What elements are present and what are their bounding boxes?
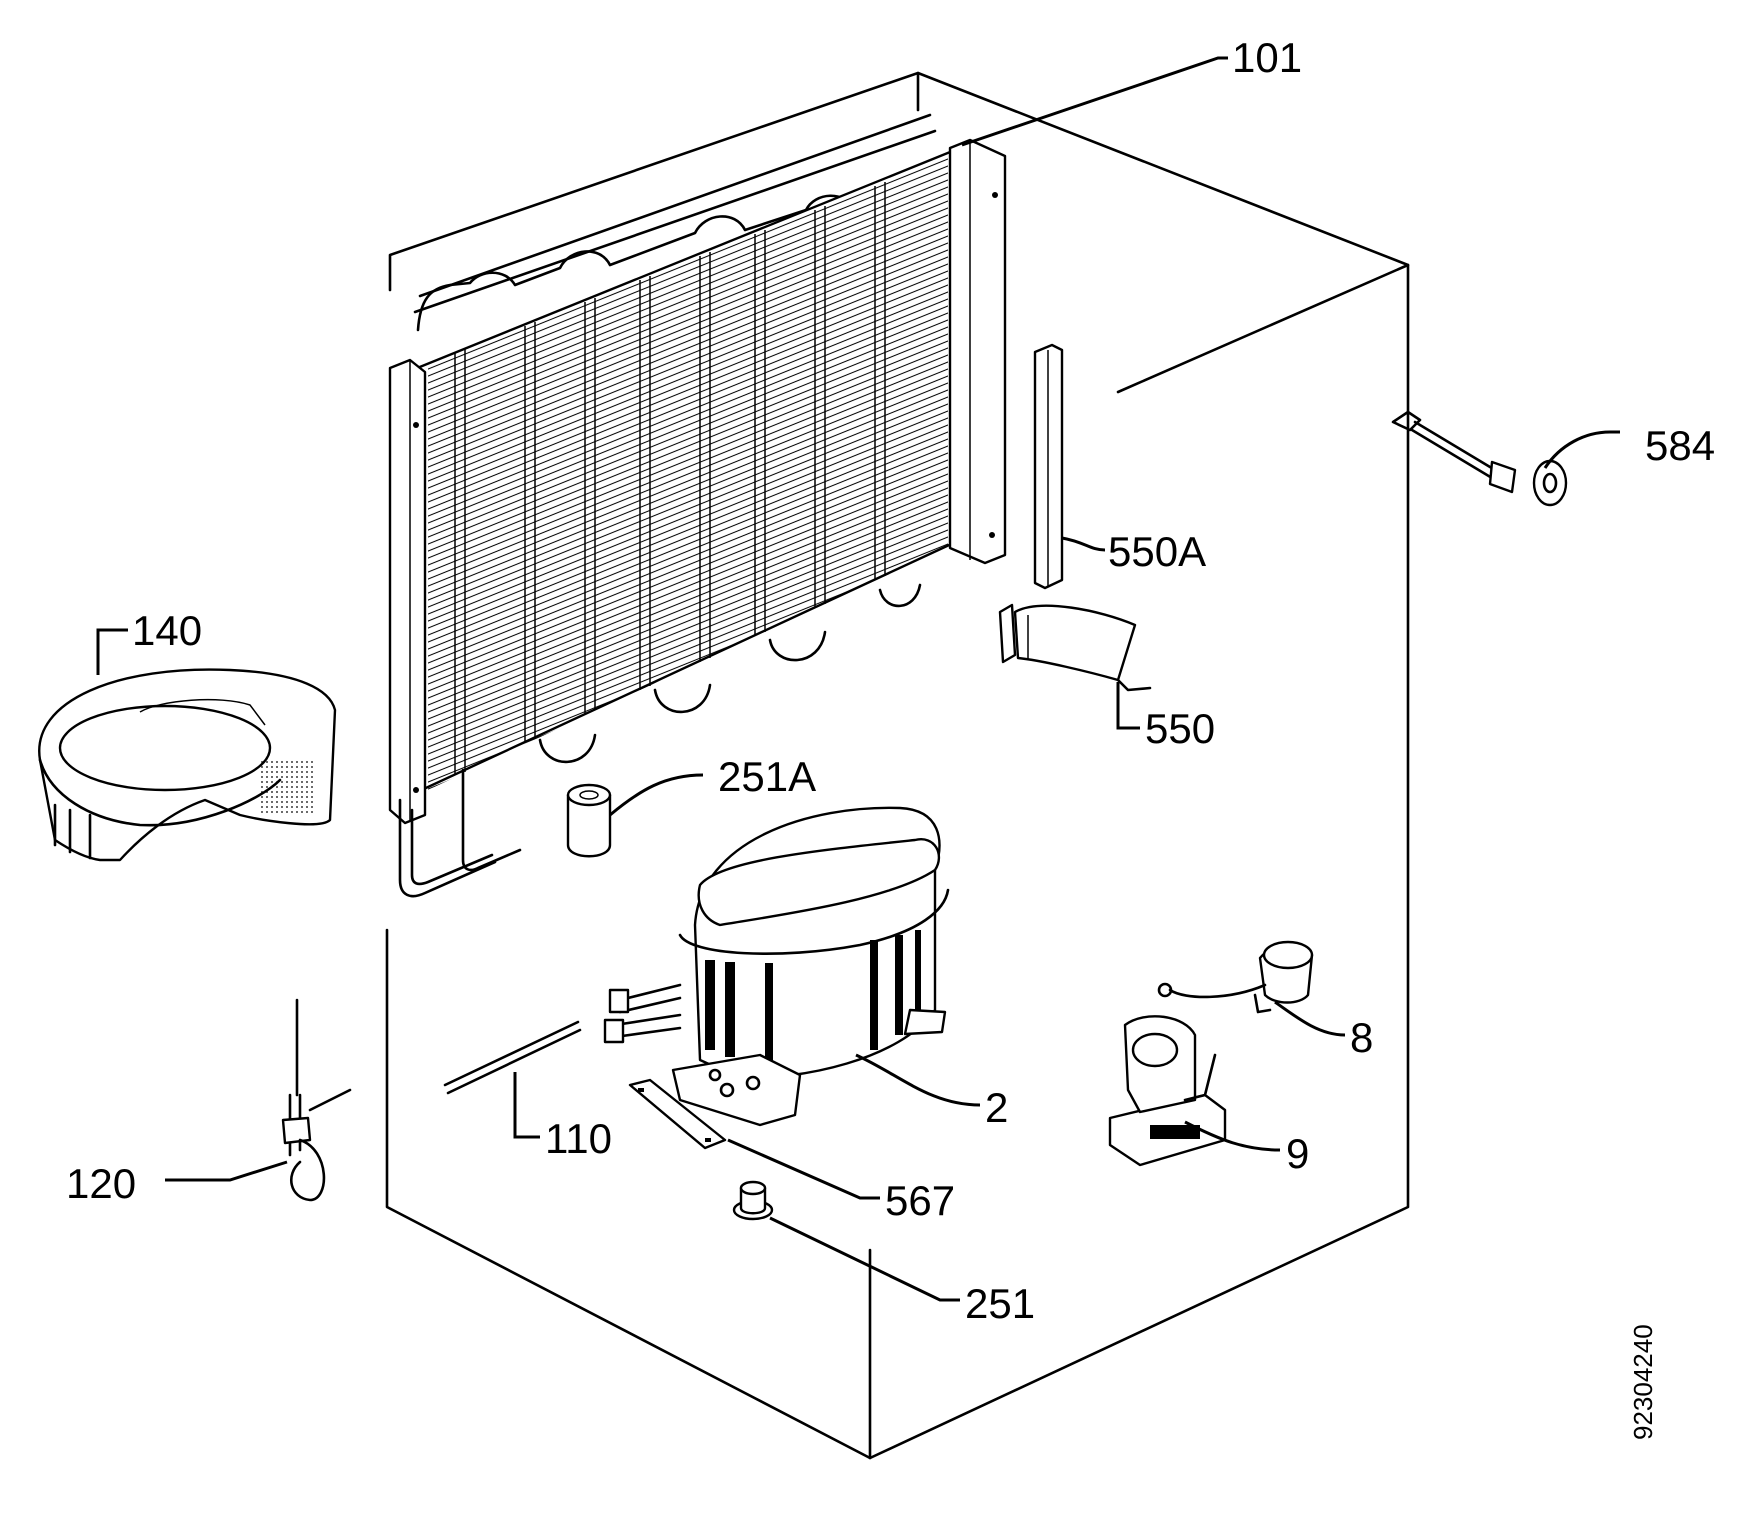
label-567: 567 <box>885 1177 955 1224</box>
label-120: 120 <box>66 1160 136 1207</box>
relay-part-8 <box>1157 940 1314 1014</box>
connector-part-584 <box>1391 410 1568 507</box>
drier-part-550 <box>998 603 1152 692</box>
cabinet-outline <box>385 71 1410 1460</box>
label-2: 2 <box>985 1084 1008 1131</box>
drip-tray-part-140 <box>38 668 337 862</box>
probe-part-120 <box>281 998 352 1202</box>
label-140: 140 <box>132 607 202 654</box>
label-110: 110 <box>545 1115 612 1162</box>
bracket-part-550A <box>1033 343 1064 590</box>
tube-part-110 <box>443 1020 582 1095</box>
grommet-part-251A <box>566 783 612 858</box>
label-550A: 550A <box>1108 528 1206 575</box>
compressor-part-2 <box>603 806 950 1127</box>
label-101: 101 <box>1232 34 1302 81</box>
label-251: 251 <box>965 1280 1035 1327</box>
label-550: 550 <box>1145 705 1215 752</box>
condenser <box>388 113 1007 898</box>
label-251A: 251A <box>718 753 816 800</box>
document-number: 92304240 <box>1628 1324 1658 1440</box>
part-labels: 101 584 550A 140 550 251A 8 2 110 9 120 … <box>66 34 1715 1327</box>
grommet-part-251 <box>732 1180 774 1221</box>
leader-lines <box>96 56 1620 1302</box>
label-9: 9 <box>1286 1130 1309 1177</box>
label-8: 8 <box>1350 1014 1373 1061</box>
label-584: 584 <box>1645 422 1715 469</box>
mounting-plate-part-567 <box>628 1078 727 1150</box>
starter-relay-part-9 <box>1108 1015 1227 1167</box>
